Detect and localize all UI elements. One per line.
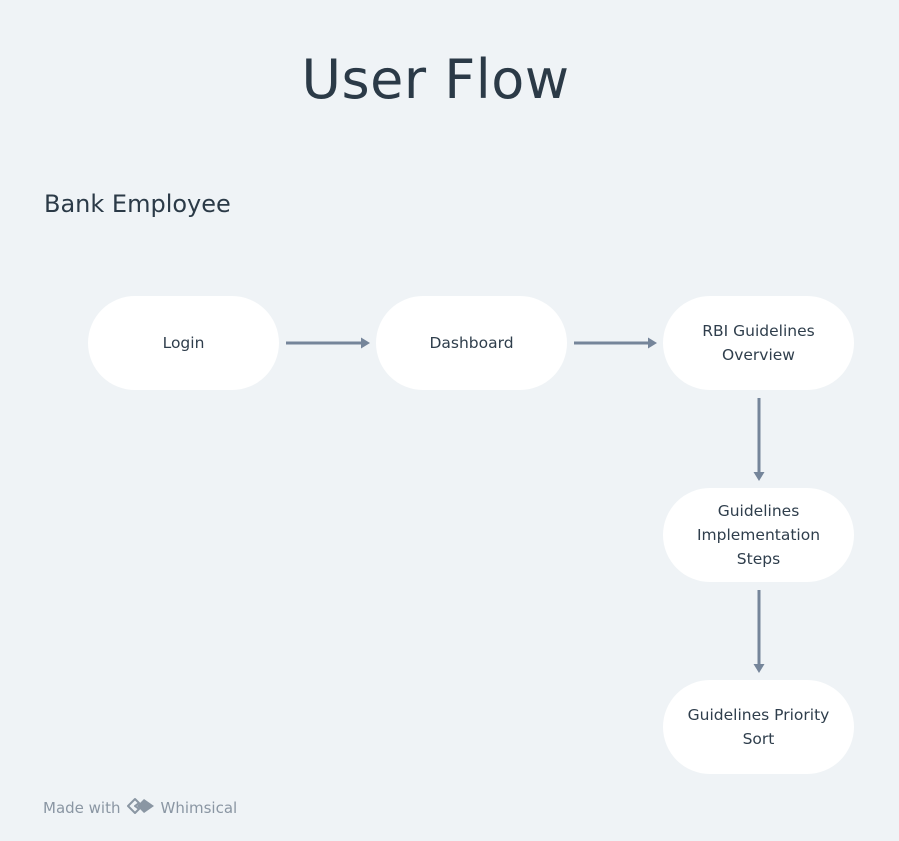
node-dashboard-line-1: Dashboard: [429, 334, 514, 352]
node-guidelines-priority-sort[interactable]: Guidelines Priority Sort: [663, 680, 854, 774]
node-rbi-line-2: Overview: [722, 346, 795, 364]
made-with-label: Made with: [43, 799, 121, 817]
arrowhead-login-to-dashboard: [361, 337, 370, 349]
node-priority-line-1: Guidelines Priority: [687, 706, 830, 724]
node-implementation-line-2: Implementation: [696, 526, 821, 544]
node-implementation-line-1: Guidelines: [717, 502, 800, 520]
node-implementation-line-3: Steps: [736, 550, 781, 568]
actor-label: Bank Employee: [44, 190, 231, 218]
whimsical-brand-label: Whimsical: [160, 799, 238, 817]
arrowhead-dashboard-to-rbi: [648, 337, 657, 349]
arrowhead-implementation-to-priority: [753, 664, 765, 673]
made-with-whimsical[interactable]: Made with Whimsical: [43, 797, 237, 819]
node-rbi-line-1: RBI Guidelines: [702, 322, 815, 340]
page-title: User Flow: [301, 48, 570, 111]
node-priority-line-2: Sort: [742, 730, 775, 748]
whimsical-logo-icon: [126, 795, 156, 821]
node-guidelines-implementation-steps[interactable]: Guidelines Implementation Steps: [663, 488, 854, 582]
arrowhead-rbi-to-implementation: [753, 472, 765, 481]
node-login[interactable]: Login: [88, 296, 279, 390]
node-dashboard[interactable]: Dashboard: [376, 296, 567, 390]
node-login-line-1: Login: [162, 334, 205, 352]
node-rbi-guidelines-overview[interactable]: RBI Guidelines Overview: [663, 296, 854, 390]
